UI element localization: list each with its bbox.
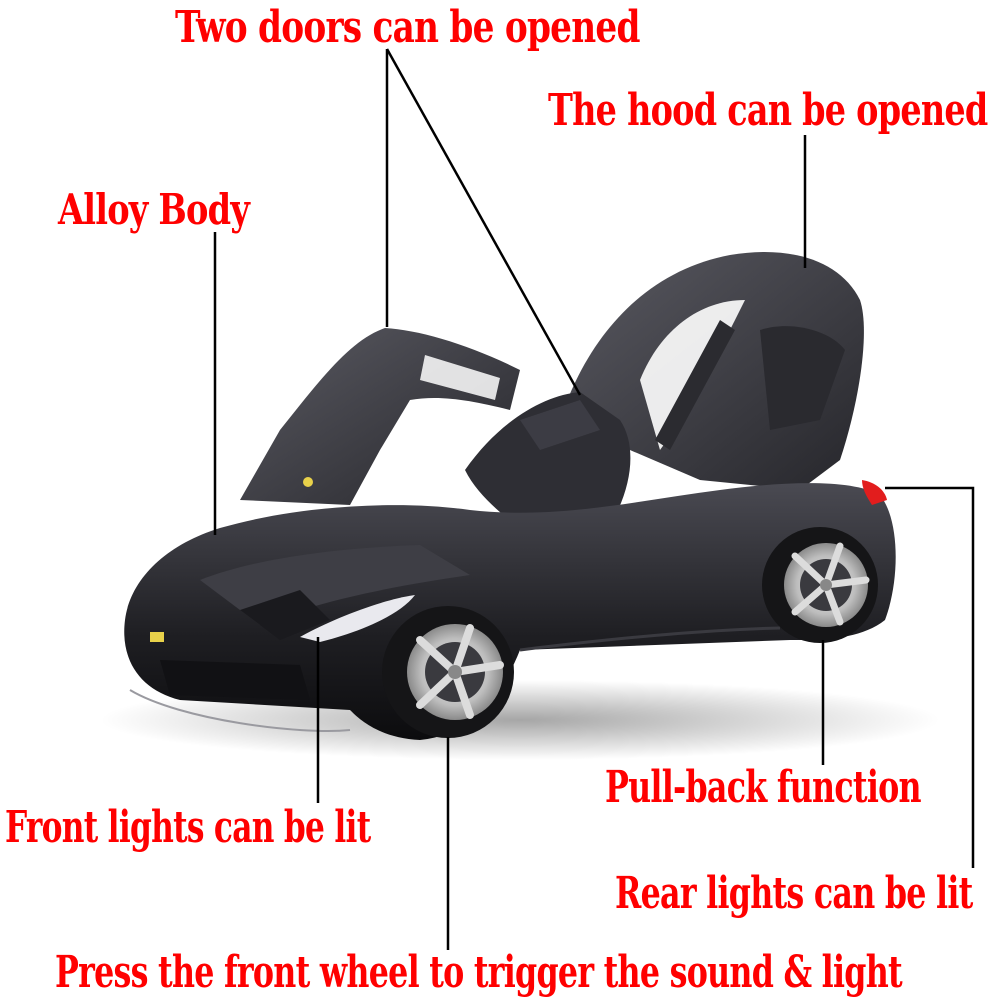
front-wheel — [382, 606, 514, 738]
callout-rear-lights: Rear lights can be lit — [615, 868, 973, 919]
open-hood — [560, 252, 864, 490]
left-open-door — [240, 328, 520, 505]
callout-pullback: Pull-back function — [605, 762, 922, 813]
brand-logo — [150, 632, 164, 642]
rear-light — [862, 480, 887, 505]
headlight — [300, 595, 415, 642]
callout-front-wheel: Press the front wheel to trigger the sou… — [55, 947, 903, 998]
front-grille — [160, 660, 310, 700]
callout-front-lights: Front lights can be lit — [5, 802, 371, 853]
callout-two-doors: Two doors can be opened — [175, 2, 640, 53]
leader-rear-lights — [885, 486, 975, 868]
leader-doors-right — [385, 48, 582, 396]
callout-hood: The hood can be opened — [548, 85, 988, 136]
rear-wheel — [762, 527, 878, 643]
callout-alloy-body: Alloy Body — [58, 185, 250, 234]
